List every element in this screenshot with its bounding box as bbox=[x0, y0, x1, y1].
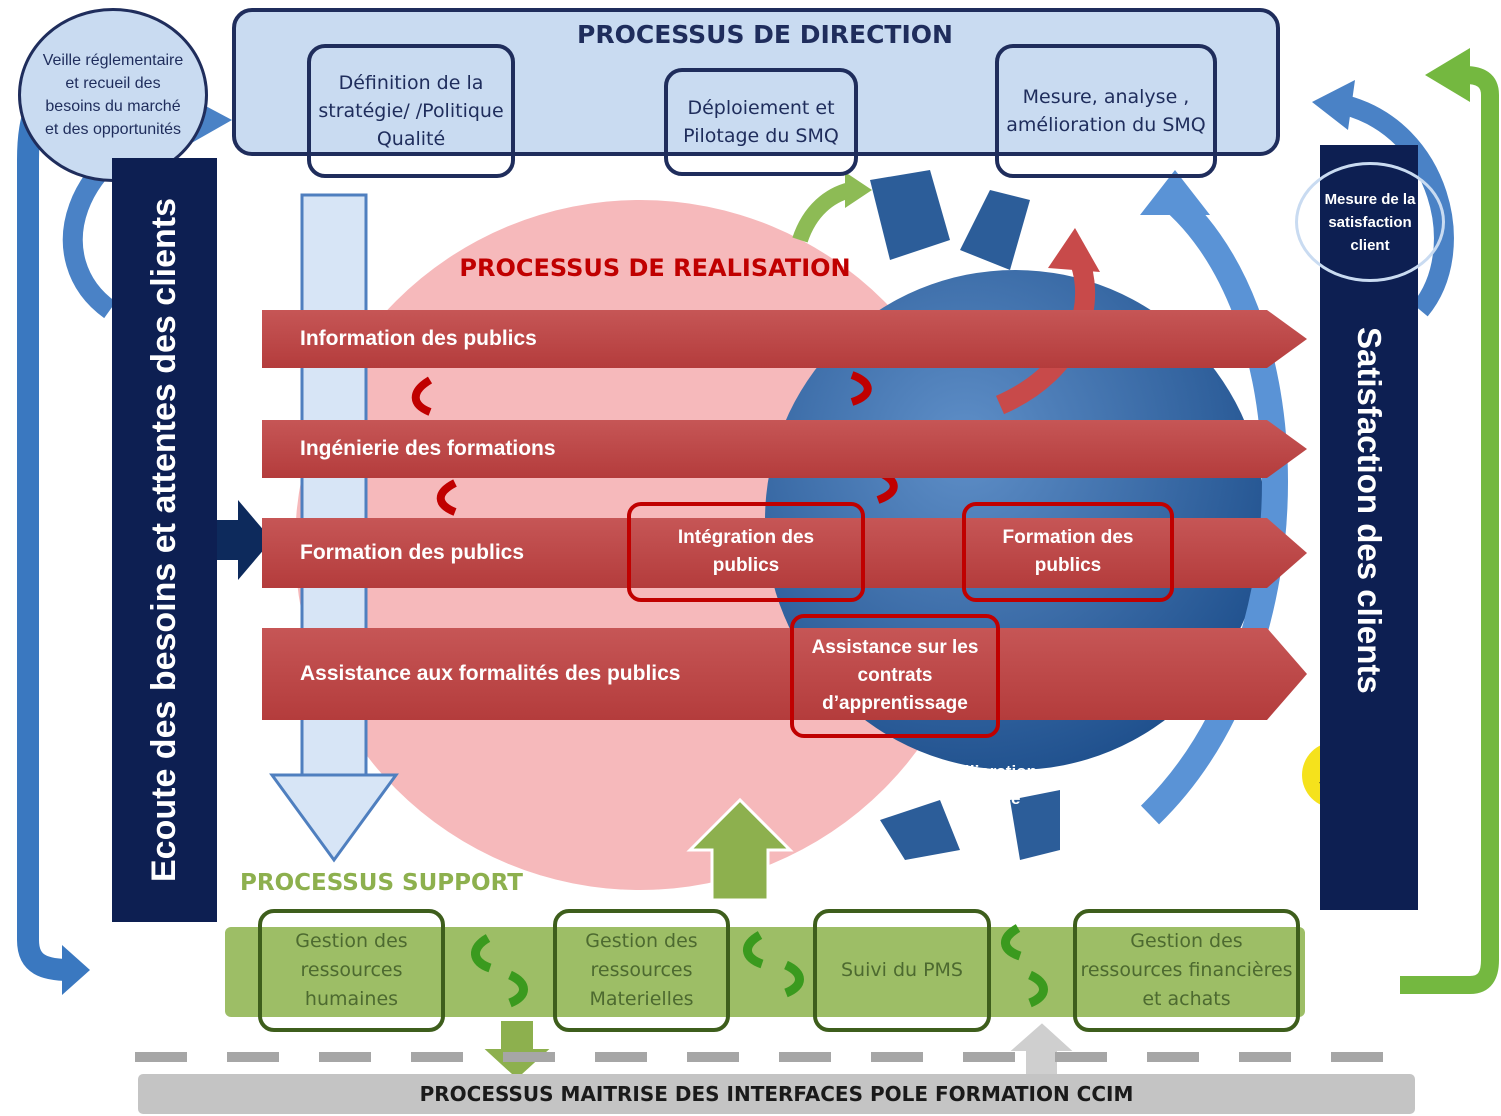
left-navy-bar bbox=[112, 158, 217, 922]
band-information: Information des publics bbox=[262, 310, 1307, 368]
measure-box: Mesure, analyse , amélioration du SMQ bbox=[995, 44, 1217, 178]
support-title: PROCESSUS SUPPORT bbox=[240, 870, 523, 896]
support-up-arrow bbox=[686, 797, 794, 902]
left-bar-label: Ecoute des besoins et attentes des clien… bbox=[145, 198, 183, 883]
interfaces-bar bbox=[138, 1074, 1415, 1114]
support-rh-box: Gestion des ressources humaines bbox=[258, 909, 445, 1032]
realisation-title: PROCESSUS DE REALISATION bbox=[459, 254, 851, 282]
veille-circle: Veille réglementaire et recueil des beso… bbox=[18, 8, 208, 182]
support-band bbox=[225, 927, 1305, 1017]
interfaces-label: PROCESSUS MAITRISE DES INTERFACES POLE F… bbox=[419, 1082, 1134, 1106]
assistance-box: Assistance sur les contrats d’apprentiss… bbox=[790, 614, 1000, 738]
strategy-box: Définition de la stratégie/ /Politique Q… bbox=[307, 44, 515, 178]
direction-panel bbox=[232, 8, 1280, 156]
deployment-box: Déploiement et Pilotage du SMQ bbox=[664, 68, 858, 176]
band-assistance: Assistance aux formalités des publics bbox=[262, 628, 1307, 720]
amelioration-label: Amélioration continue bbox=[933, 762, 1037, 808]
green-cycle-arrow bbox=[792, 182, 853, 243]
navy-arrow-right bbox=[215, 500, 272, 580]
right-bar-label: Satisfaction des clients bbox=[1351, 326, 1388, 694]
support-financieres-box: Gestion des ressources financières et ac… bbox=[1073, 909, 1300, 1032]
blue-cycle-arrow bbox=[1140, 179, 1288, 825]
support-cycle-arrows bbox=[471, 924, 1048, 1008]
integration-box: Intégration des publics bbox=[627, 502, 865, 602]
mesure-circle: Mesure de la satisfaction client bbox=[1295, 162, 1445, 282]
right-green-loop-arrow bbox=[1400, 48, 1499, 994]
interfaces-up-arrow bbox=[1005, 1020, 1078, 1081]
band-formation: Formation des publics bbox=[262, 518, 1307, 588]
support-materielles-box: Gestion des ressources Materielles bbox=[553, 909, 730, 1032]
formation-box: Formation des publics bbox=[962, 502, 1174, 602]
band-ingenierie: Ingénierie des formations bbox=[262, 420, 1307, 478]
support-pms-box: Suivi du PMS bbox=[813, 909, 991, 1032]
direction-title: PROCESSUS DE DIRECTION bbox=[577, 20, 953, 49]
support-down-arrow bbox=[479, 1019, 555, 1082]
